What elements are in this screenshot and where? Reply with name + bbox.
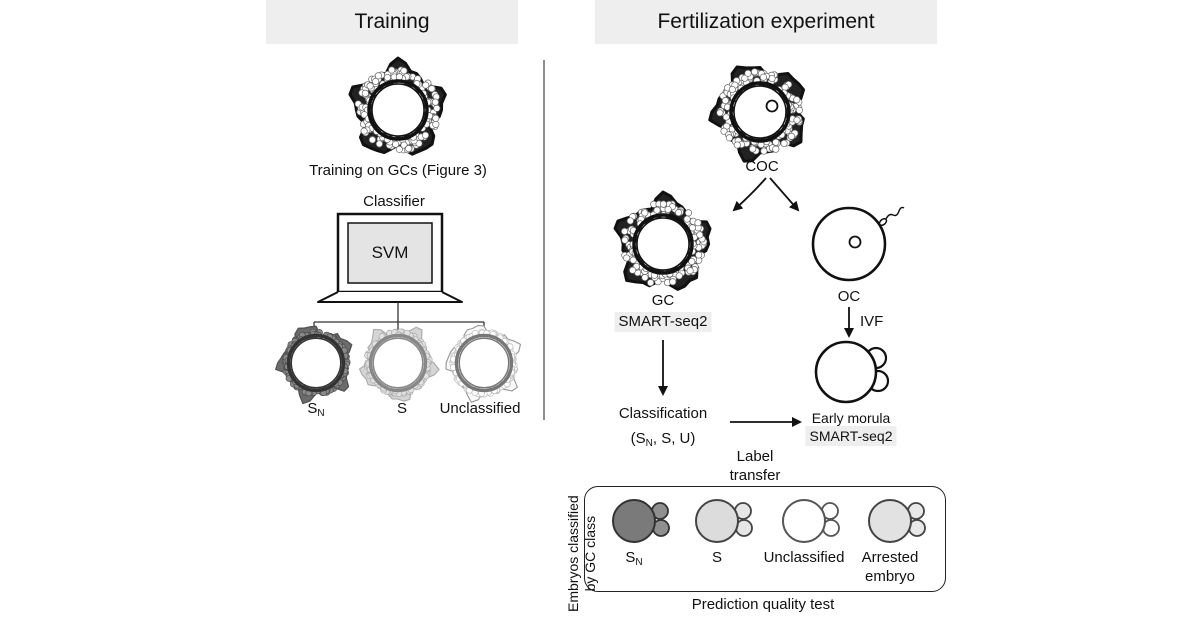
- embryo-arrested-label-line1: Arrested: [861, 549, 919, 566]
- class-sn-label: SN: [307, 400, 324, 423]
- fertilization-header: Fertilization experiment: [595, 0, 937, 44]
- classifier-label: Classifier: [363, 193, 425, 210]
- laptop-icon: [317, 212, 463, 303]
- training-gc-cell: [348, 56, 447, 156]
- class-list-subscript: N: [645, 438, 653, 449]
- experiment-gc-cell: [613, 190, 712, 291]
- embryo-s-label: S: [711, 549, 723, 566]
- sperm-icon: [878, 206, 905, 227]
- arrow-coc-to-oc: [769, 177, 800, 212]
- embryos-classified-side-label: Embryos classified by GC class: [565, 495, 599, 612]
- ivf-label: IVF: [860, 313, 884, 330]
- training-header-text: Training: [354, 10, 430, 33]
- gc-class-s-cell: [358, 326, 440, 402]
- class-s-label: S: [396, 400, 408, 417]
- oocyte-cell: [811, 206, 887, 282]
- coc-label: COC: [745, 158, 779, 175]
- gc-class-unclassified-cell: [445, 324, 522, 403]
- gc-smartseq-label: SMART-seq2: [614, 312, 712, 332]
- coc-cell: [708, 65, 806, 163]
- class-sn-main: S: [307, 400, 318, 417]
- label-transfer-line1: Label: [736, 448, 774, 465]
- side-label-line2: by GC class: [582, 515, 598, 592]
- embryo-arrested-icon: [868, 499, 926, 543]
- embryo-arrested-label-line2: embryo: [864, 568, 916, 585]
- class-list-open: (S: [630, 430, 646, 447]
- gc-training-caption: Training on GCs (Figure 3): [309, 162, 487, 179]
- class-unclassified-label: Unclassified: [439, 400, 521, 417]
- svm-label: SVM: [371, 243, 409, 262]
- embryo-unclassified-icon: [782, 499, 840, 543]
- class-list-rest: , S, U): [652, 430, 696, 447]
- side-label-line1: Embryos classified: [565, 495, 581, 612]
- embryo-sn-subscript: N: [635, 557, 643, 568]
- classification-label: Classification: [618, 405, 708, 422]
- prediction-box: [584, 486, 946, 592]
- training-header: Training: [266, 0, 518, 44]
- embryo-sn-label: SN: [625, 549, 642, 572]
- class-tree-connector: [313, 302, 485, 332]
- embryo-s-icon: [695, 499, 753, 543]
- gc-class-sn-cell: [275, 325, 353, 405]
- morula-label: Early morula: [811, 410, 891, 426]
- embryo-sn-main: S: [625, 549, 636, 566]
- embryo-sn-icon: [612, 499, 670, 543]
- early-morula-icon: [814, 340, 890, 404]
- label-transfer-line2: transfer: [729, 467, 781, 484]
- oc-label: OC: [837, 288, 861, 305]
- morula-smartseq-label: SMART-seq2: [805, 426, 897, 446]
- class-sn-subscript: N: [317, 408, 325, 419]
- embryo-unclassified-label: Unclassified: [763, 549, 845, 566]
- classification-classes: (SN, S, U): [631, 430, 696, 453]
- arrow-coc-to-gc: [732, 177, 767, 212]
- prediction-caption: Prediction quality test: [691, 596, 835, 613]
- fertilization-header-text: Fertilization experiment: [657, 10, 875, 33]
- gc-label: GC: [651, 292, 675, 309]
